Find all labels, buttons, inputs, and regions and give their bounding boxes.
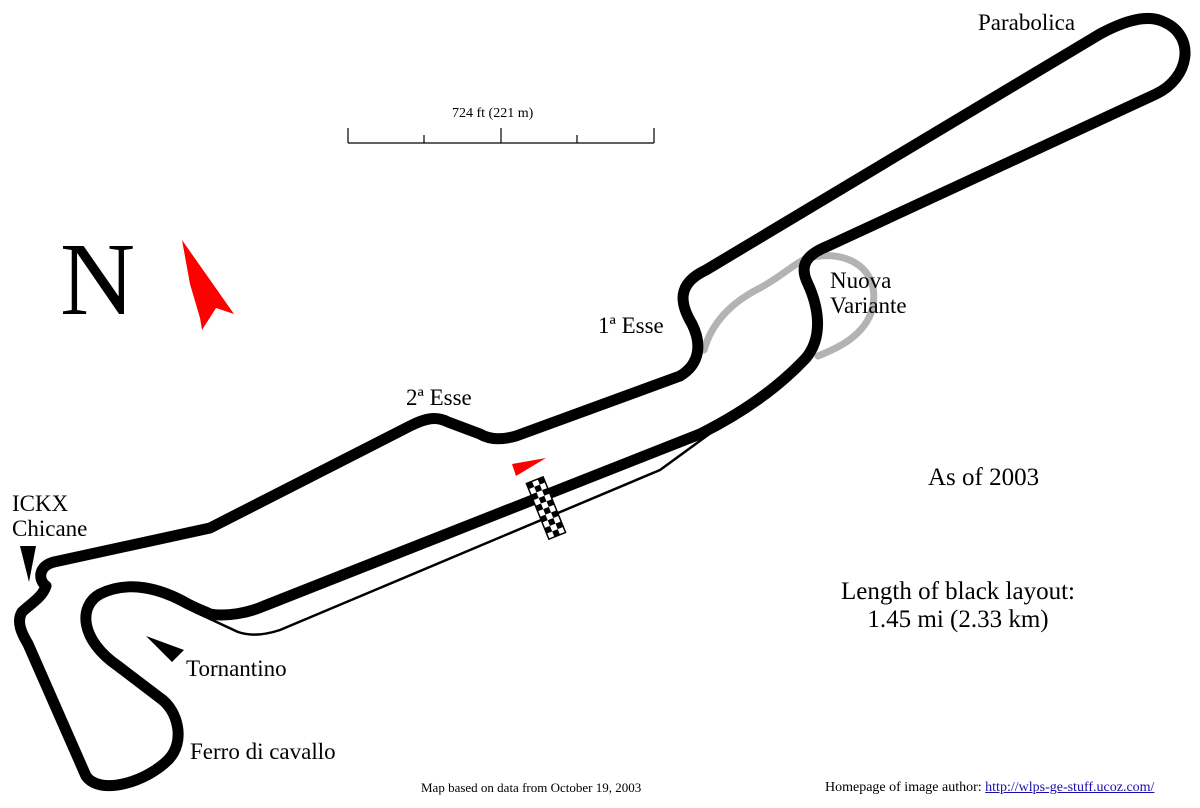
corner-label-seconda-esse: 2ª Esse (406, 385, 472, 410)
footer-author: Homepage of image author: http://wlps-ge… (825, 780, 1154, 795)
ickx-pointer-icon (20, 546, 36, 582)
direction-arrow-icon (512, 458, 546, 476)
track-length-line2: 1.45 mi (2.33 km) (867, 605, 1049, 633)
alternate-layout-pit-line (194, 398, 757, 636)
finish-line-flag (525, 475, 567, 541)
corner-label-ickx-chicane: ICKX Chicane (12, 491, 87, 542)
north-arrow-icon (182, 240, 234, 330)
track-length-info: Length of black layout: 1.45 mi (2.33 km… (826, 578, 1090, 633)
corner-label-parabolica: Parabolica (978, 10, 1076, 35)
ickx-line1: ICKX (12, 491, 69, 516)
corner-label-prima-esse: 1ª Esse (598, 313, 664, 338)
footer-source-note: Map based on data from October 19, 2003 (421, 780, 642, 795)
north-label: N (60, 222, 136, 337)
ickx-line2: Chicane (12, 516, 88, 542)
corner-label-nuova-variante: Nuova Variante (830, 268, 907, 319)
corner-label-ferro-di-cavallo: Ferro di cavallo (190, 739, 336, 764)
track-length-line1: Length of black layout: (841, 578, 1075, 605)
main-circuit-track (14, 12, 1191, 792)
as-of-label: As of 2003 (928, 464, 1040, 491)
footer-author-label: Homepage of image author: (825, 780, 986, 795)
nuova-variante-line1: Nuova (830, 268, 892, 293)
scale-bar (347, 128, 655, 144)
tornantino-pointer-icon (146, 636, 184, 662)
nuova-variante-line2: Variante (830, 293, 907, 319)
author-homepage-link[interactable]: http://wlps-ge-stuff.ucoz.com/ (985, 780, 1155, 795)
scale-label: 724 ft (221 m) (452, 106, 534, 121)
corner-label-tornantino: Tornantino (186, 656, 287, 681)
